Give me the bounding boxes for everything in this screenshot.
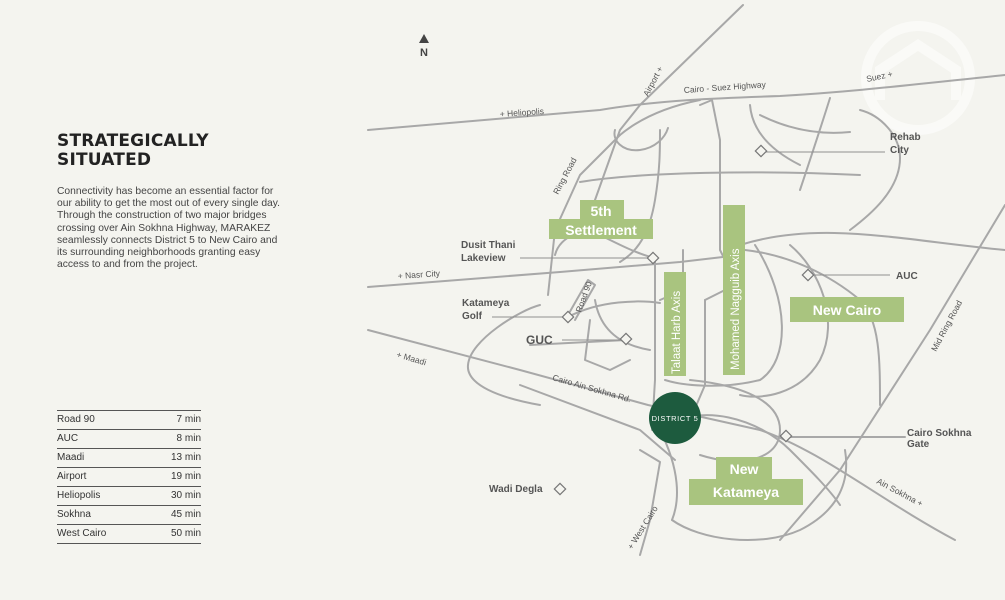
road-label-ain-sokhna: Ain Sokhna + bbox=[875, 476, 925, 509]
landmark-leaders bbox=[492, 151, 890, 341]
golf-label-1: Katameya bbox=[462, 298, 510, 309]
area-labels: 5th Settlement New Cairo New Katameya bbox=[549, 200, 904, 505]
dusit-label-1: Dusit Thani bbox=[461, 240, 516, 251]
place-cell: AUC bbox=[57, 429, 147, 449]
north-label: N bbox=[420, 47, 428, 59]
fifth-settlement-box-bottom bbox=[549, 219, 653, 239]
road-label-maadi: + Maadi bbox=[395, 349, 427, 367]
road-label-cairo-suez: Cairo - Suez Highway bbox=[683, 79, 766, 95]
talaat-harb-label: Talaat Harb Axis bbox=[671, 291, 683, 374]
axis-labels: Talaat Harb Axis Mohamed Nagguib Axis bbox=[664, 205, 745, 376]
place-cell: Heliopolis bbox=[57, 486, 147, 506]
new-cairo-box bbox=[790, 297, 904, 322]
gate-marker-icon bbox=[779, 429, 793, 443]
north-arrow-icon: N bbox=[419, 34, 429, 59]
time-cell: 50 min bbox=[146, 524, 201, 544]
place-cell: Maadi bbox=[57, 448, 147, 468]
district5-marker[interactable]: DISTRICT 5 bbox=[649, 392, 701, 444]
road-label-mid-ring: Mid Ring Road bbox=[929, 298, 964, 353]
place-cell: Airport bbox=[57, 467, 147, 487]
new-katameya-label-2: Katameya bbox=[713, 484, 779, 500]
place-cell: Sokhna bbox=[57, 505, 147, 525]
naguib-label: Mohamed Nagguib Axis bbox=[730, 248, 742, 370]
dusit-label-2: Lakeview bbox=[461, 253, 506, 264]
degla-marker-icon bbox=[553, 482, 567, 496]
time-cell: 19 min bbox=[146, 467, 201, 487]
fifth-settlement-label-1: 5th bbox=[591, 203, 612, 219]
time-cell: 7 min bbox=[146, 410, 201, 430]
auc-marker-icon bbox=[801, 268, 815, 282]
road-label-heliopolis: + Heliopolis bbox=[499, 106, 544, 119]
section-heading: STRATEGICALLY SITUATED bbox=[57, 132, 209, 170]
road-label-nasr-city: + Nasr City bbox=[397, 268, 441, 281]
new-katameya-box-bottom bbox=[689, 479, 803, 505]
talaat-harb-box bbox=[664, 272, 686, 376]
new-katameya-label-1: New bbox=[730, 461, 759, 477]
rehab-label-2: City bbox=[890, 145, 909, 156]
new-katameya-box-top bbox=[716, 457, 772, 481]
fifth-settlement-label-2: Settlement bbox=[565, 222, 637, 238]
golf-marker-icon bbox=[561, 310, 575, 324]
naguib-box bbox=[723, 205, 745, 375]
landmark-markers bbox=[553, 144, 815, 496]
time-cell: 13 min bbox=[146, 448, 201, 468]
heading-line-1: STRATEGICALLY bbox=[57, 131, 209, 151]
sokhna-gate-label-1: Cairo Sokhna bbox=[907, 428, 972, 439]
fifth-settlement-box-top bbox=[580, 200, 624, 220]
new-cairo-label: New Cairo bbox=[813, 302, 881, 318]
auc-label: AUC bbox=[896, 271, 918, 282]
guc-marker-icon bbox=[619, 332, 633, 346]
time-cell: 30 min bbox=[146, 486, 201, 506]
rehab-marker-icon bbox=[754, 144, 768, 158]
golf-label-2: Golf bbox=[462, 311, 483, 322]
place-cell: Road 90 bbox=[57, 410, 147, 430]
road-label-ain-sokhna-rd: Cairo Ain Sokhna Rd. bbox=[551, 372, 632, 404]
place-cell: West Cairo bbox=[57, 524, 147, 544]
rehab-label-1: Rehab bbox=[890, 132, 921, 143]
time-cell: 8 min bbox=[146, 429, 201, 449]
section-description: Connectivity has become an essential fac… bbox=[57, 186, 281, 271]
wadi-degla-label: Wadi Degla bbox=[489, 484, 543, 495]
sokhna-gate-label-2: Gate bbox=[907, 439, 930, 450]
road-label-ring: Ring Road bbox=[551, 156, 579, 196]
time-cell: 45 min bbox=[146, 505, 201, 525]
district5-label: DISTRICT 5 bbox=[652, 414, 699, 423]
heading-line-2: SITUATED bbox=[57, 150, 152, 170]
guc-label: GUC bbox=[526, 333, 553, 347]
dusit-marker-icon bbox=[646, 251, 660, 265]
